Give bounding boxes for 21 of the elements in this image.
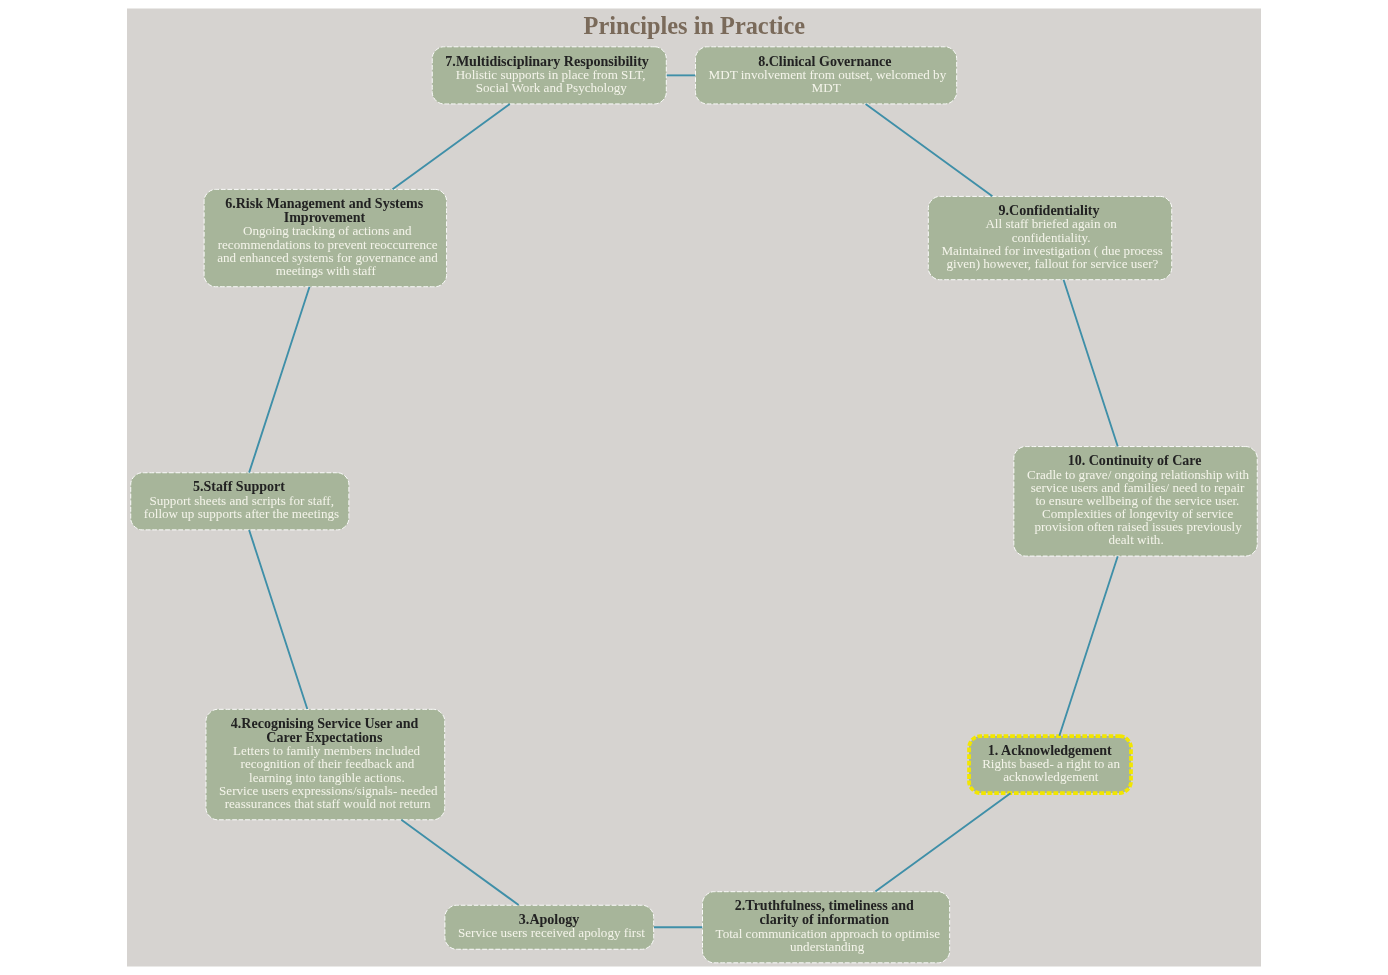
node-box: 3.Apology Service users received apology first xyxy=(444,904,655,950)
node-box: 1. Acknowledgement Rights based- a right to an acknowledgement xyxy=(967,734,1133,795)
connector xyxy=(874,792,1012,893)
node-box: 2.Truthfulness, timeliness and clarity of information Total communication approach to optimise understanding xyxy=(702,891,951,964)
diagram-title: Principles in Practice xyxy=(583,12,806,40)
connector xyxy=(248,529,309,710)
node-box: 5.Staff Support Support sheets and scripts for staff, follow up supports after the meetings xyxy=(130,472,350,531)
connector xyxy=(248,285,311,474)
connector xyxy=(1062,278,1119,448)
connector xyxy=(1058,555,1119,737)
node-box: 7.Multidisciplinary Responsibility Holistic supports in place from SLT, Social Work and Psychology xyxy=(431,46,667,105)
connector xyxy=(665,74,697,77)
connector xyxy=(864,103,994,198)
connector xyxy=(391,103,511,191)
node-box: 4.Recognising Service User and Carer Expectations Letters to family members included recognition of their feedback and learning into tangible actions. Service users expressions/signals- needed reassurances that staff would not return xyxy=(205,708,446,821)
connector xyxy=(400,818,520,906)
connector xyxy=(653,926,704,929)
node-box: 6.Risk Management and Systems Improvement Ongoing tracking of actions and recommendations to prevent reoccurrence and enhanced systems for governance and meetings with staff xyxy=(203,188,448,288)
node-box: 8.Clinical Governance MDT involvement from outset, welcomed by MDT xyxy=(695,46,958,105)
node-box: 10. Continuity of Care Cradle to grave/ ongoing relationship with service users and families/ need to repair to ensure wellbeing of the service user. Complexities of longevity of service provision often raised issues previously dealt with. xyxy=(1013,446,1258,557)
node-box: 9.Confidentiality All staff briefed again on confidentiality. Maintained for investigation ( due process given) however, fallout for service user? xyxy=(927,195,1173,281)
